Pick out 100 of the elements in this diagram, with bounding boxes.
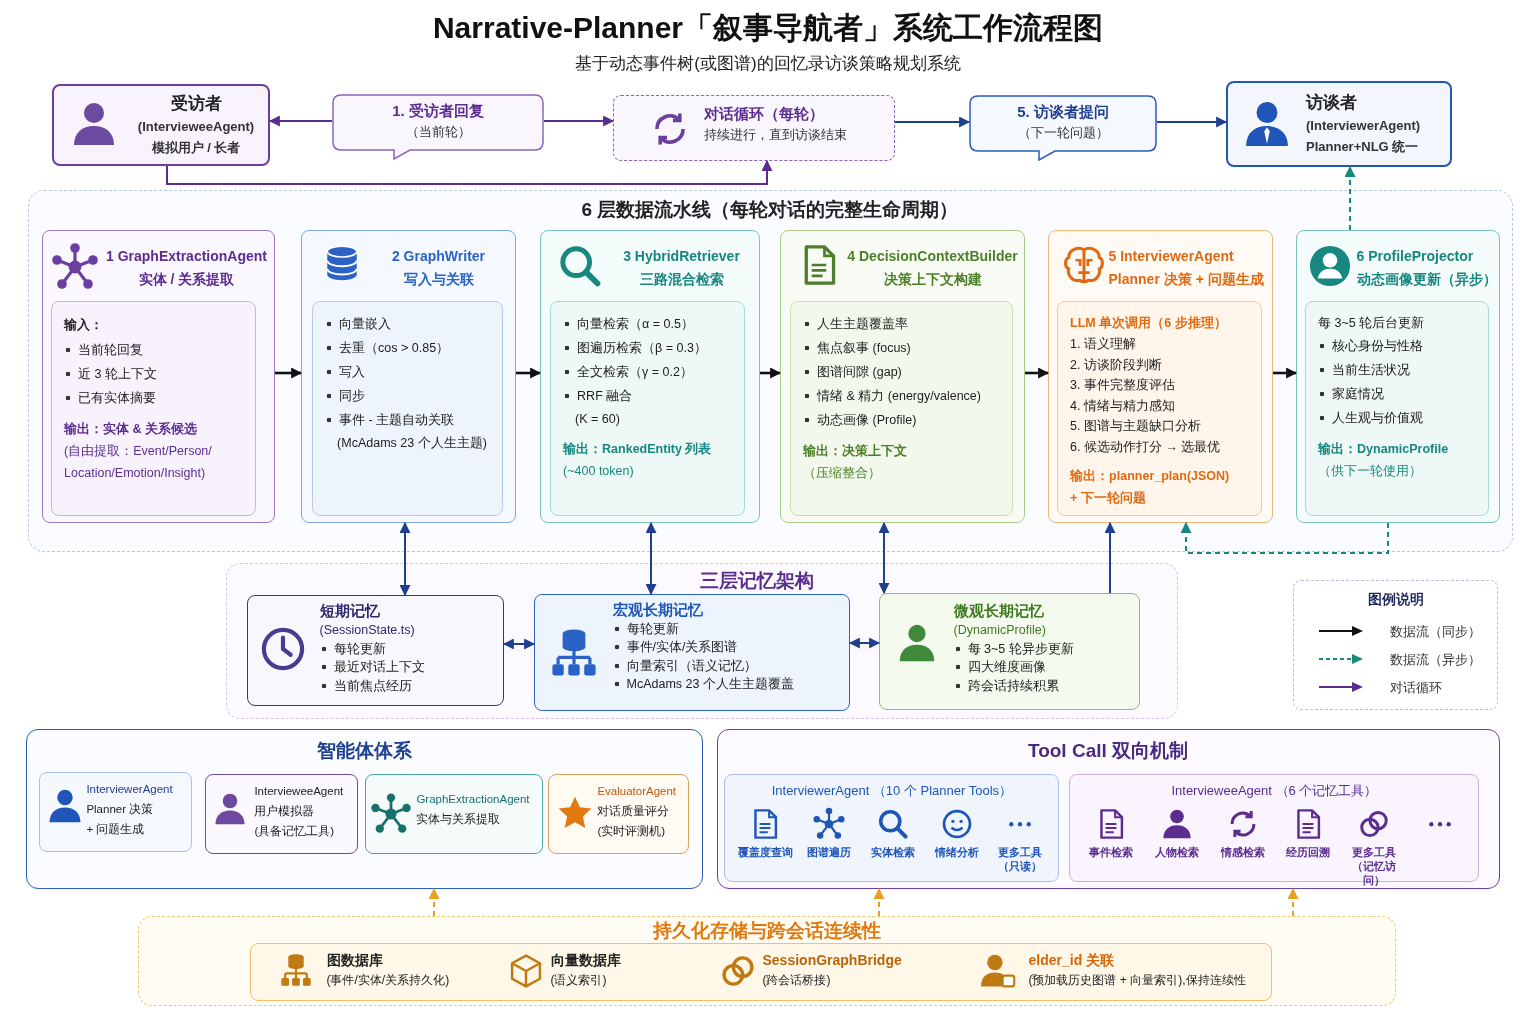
text: + 问题生成 xyxy=(86,822,146,838)
step-text: 3. 事件完整度评估 xyxy=(1070,377,1176,395)
arrow xyxy=(275,367,303,379)
output-text: + 下一轮问题 xyxy=(1070,490,1147,508)
text: (事件/实体/关系持久化) xyxy=(326,971,450,989)
double-arrow xyxy=(399,521,411,597)
text: 用户模拟器 xyxy=(254,804,316,820)
arrow xyxy=(428,887,440,917)
arrow xyxy=(1344,165,1356,231)
memory-card xyxy=(878,592,1140,710)
stage-title: 动态画像更新（异步） xyxy=(1356,269,1497,289)
panel-title: 6 层数据流水线（每轮对话的完整生命周期） xyxy=(580,198,960,222)
speech-bubble xyxy=(969,95,1157,161)
storage-bar xyxy=(249,942,1272,1001)
text: (预加载历史图谱 + 向量索引),保持连续性 xyxy=(1028,971,1246,989)
agent-name: InterviewerAgent xyxy=(86,782,174,798)
panel-title: 持久化存储与跨会话连续性 xyxy=(651,919,882,943)
text: (InterviewerAgent) xyxy=(1306,117,1422,135)
tool-label: 更多工具（只读） xyxy=(997,845,1044,874)
store-title: 图数据库 xyxy=(326,950,384,970)
title: Narrative-Planner「叙事导航者」系统工作流程图 xyxy=(431,10,1105,46)
step-text: 1. 语义理解 xyxy=(1070,336,1137,354)
legend-text: 数据流（异步） xyxy=(1390,651,1481,669)
arrow xyxy=(268,115,333,127)
content-box xyxy=(550,301,746,517)
loop-box xyxy=(613,95,895,161)
output-text: 输出：planner_plan(JSON) xyxy=(1070,468,1231,486)
store-title: SessionGraphBridge xyxy=(762,950,902,970)
group-panel xyxy=(138,916,1396,1006)
double-arrow xyxy=(848,637,881,649)
output-text: （供下一轮使用） xyxy=(1318,463,1424,481)
panel-title: 三层记忆架构 xyxy=(699,569,815,593)
agent-name: EvaluatorAgent xyxy=(597,784,678,800)
stage-title: 3 HybridRetriever xyxy=(622,246,741,266)
content-box xyxy=(312,301,504,517)
bubble-text: 1. 受访者回复 xyxy=(391,101,485,121)
text: Planner 决策 xyxy=(86,802,155,818)
card-title: 短期记忆 xyxy=(319,600,381,621)
legend-text: 对话循环 xyxy=(1390,679,1442,697)
memory-card xyxy=(533,593,850,711)
stage-card xyxy=(1047,229,1273,523)
store-title: 向量数据库 xyxy=(550,950,621,970)
group-panel xyxy=(226,563,1178,719)
agent-name: IntervieweeAgent xyxy=(254,784,345,800)
text: (具备记忆工具) xyxy=(254,824,336,840)
step-text: 6. 候选动作打分 → 选最优 xyxy=(1070,438,1222,456)
output-text: LLM 单次调用（6 步推理） xyxy=(1070,315,1228,333)
tool-label: 人物检索 xyxy=(1153,845,1200,860)
text: Planner+NLG 统一 xyxy=(1306,138,1420,156)
arrow xyxy=(543,115,615,127)
text: (语义索引) xyxy=(550,971,608,989)
text: 对话质量评分 xyxy=(597,804,671,820)
stage-title: 6 ProfileProjector xyxy=(1356,246,1475,266)
tool-label: 更多工具（记忆访问） xyxy=(1350,845,1397,888)
arrow xyxy=(894,116,971,128)
card-title: 微观长期记忆 xyxy=(953,600,1045,621)
output-text: (~400 token) xyxy=(563,463,635,481)
output-text: (自由提取：Event/Person/ Location/Emotion/Insight) xyxy=(64,443,213,483)
content-box xyxy=(1305,301,1490,517)
arrow xyxy=(1180,521,1389,554)
arrow xyxy=(1104,521,1116,594)
role-box xyxy=(1226,81,1452,167)
content-box xyxy=(790,301,1014,517)
agent-name: GraphExtractionAgent xyxy=(416,792,531,808)
agent-card xyxy=(39,772,193,853)
tool-label: 经历回溯 xyxy=(1285,845,1332,860)
legend-text: 数据流（同步） xyxy=(1390,623,1481,641)
output-text: 输出：决策上下文 xyxy=(803,443,909,461)
arrow xyxy=(873,887,885,917)
store-title: elder_id 关联 xyxy=(1028,950,1116,970)
bubble-text: 5. 访谈者提问 xyxy=(1016,102,1110,122)
memory-card xyxy=(246,594,504,706)
content-box xyxy=(1057,301,1263,517)
stage-title: 实体 / 关系提取 xyxy=(137,269,236,289)
bubble-text: 对话循环（每轮） xyxy=(704,104,825,124)
step-text: 2. 访谈阶段判断 xyxy=(1070,356,1163,374)
panel-title: 智能体体系 xyxy=(315,739,413,763)
agent-card xyxy=(365,774,544,855)
content-box xyxy=(51,301,257,517)
tool-label: 情感检索 xyxy=(1219,845,1266,860)
output-text: 输出：DynamicProfile xyxy=(1318,441,1450,459)
step-text: 4. 情绪与精力感知 xyxy=(1070,397,1176,415)
panel-heading: IntervieweeAgent （6 个记忆工具） xyxy=(1170,782,1379,801)
panel-title: Tool Call 双向机制 xyxy=(1026,739,1190,763)
text: 持续进行，直到访谈结束 xyxy=(704,127,848,144)
double-arrow xyxy=(878,521,890,595)
text: (IntervieweeAgent) xyxy=(136,118,256,136)
output-text: 输出：RankedEntity 列表 xyxy=(563,441,713,459)
group-panel xyxy=(26,729,703,889)
arrow xyxy=(1025,367,1050,379)
output-text: （压缩整合） xyxy=(803,465,883,483)
tool-label: 实体检索 xyxy=(869,845,916,860)
legend-title: 图例说明 xyxy=(1366,590,1425,609)
double-arrow xyxy=(645,521,657,596)
arrow xyxy=(1273,367,1298,379)
stage-card xyxy=(300,229,516,523)
stage-title: 1 GraphExtractionAgent xyxy=(105,246,268,266)
tool-label: 图谱遍历 xyxy=(806,845,853,860)
stage-title: 写入与关联 xyxy=(402,269,475,289)
subtitle: 基于动态事件树(或图谱)的回忆录访谈策略规划系统 xyxy=(574,53,962,75)
